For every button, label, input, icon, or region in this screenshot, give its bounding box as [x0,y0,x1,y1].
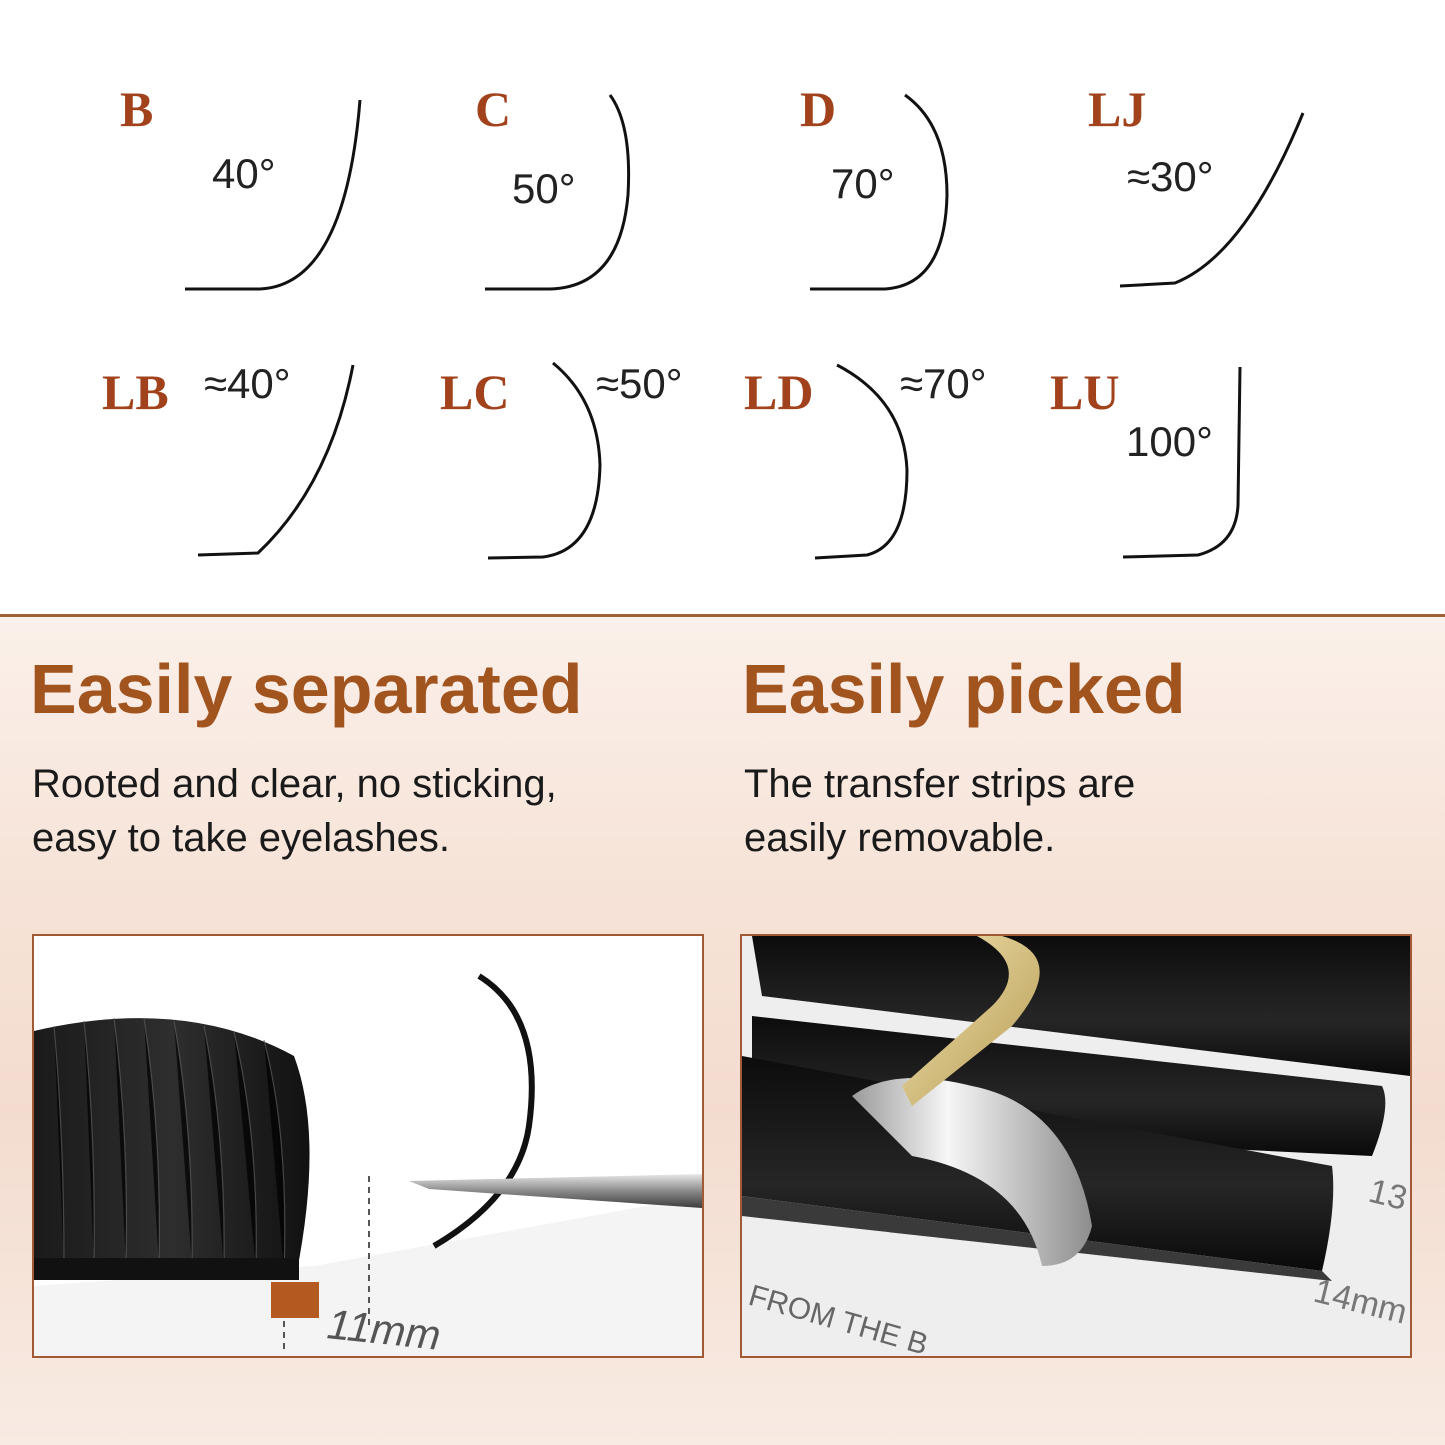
curl-letter: LD [744,364,814,420]
curl-letter: LB [102,364,169,420]
curl-letter: B [120,81,154,137]
curl-angle: ≈30° [1127,153,1214,200]
curl-chart-section: B 40° C 50° D 70° LJ ≈30° LB ≈40° LC [0,0,1445,615]
curl-angle: ≈70° [900,360,987,407]
feature-desc-picked: The transfer strips are easily removable… [744,757,1135,865]
curl-lb: LB ≈40° [100,345,420,585]
feature-desc-line: Rooted and clear, no sticking, [32,762,557,806]
feature-desc-line: easily removable. [744,816,1056,860]
lash-tray-illustration: FROM THE B 13 14mm [742,936,1410,1356]
curl-shape [1122,366,1242,559]
curl-letter: D [800,81,837,137]
lash-tray-photo: FROM THE B 13 14mm [740,934,1412,1358]
lash-length-label: 11mm [325,1300,443,1356]
feature-desc-line: The transfer strips are [744,762,1136,806]
curl-lu: LU 100° [1048,345,1368,585]
curl-b: B 40° [110,75,430,315]
curl-angle: 40° [212,150,276,197]
curl-shape [185,99,362,291]
curl-c: C 50° [470,75,790,315]
curl-ld: LD ≈70° [742,345,1062,585]
curl-angle: 70° [831,160,895,207]
curl-lc: LC ≈50° [438,345,758,585]
curl-angle: ≈50° [596,360,683,407]
curl-letter: LU [1050,364,1120,420]
curl-shape [197,364,355,557]
curl-angle: ≈40° [204,360,291,407]
feature-desc-line: easy to take eyelashes. [32,816,451,860]
curl-d: D 70° [795,75,1115,315]
lash-strip-illustration: 11mm [34,973,702,1356]
curl-letter: LJ [1088,81,1147,137]
curl-letter: C [475,81,512,137]
curl-angle: 50° [512,165,576,212]
lash-strip-photo: 11mm [32,934,704,1358]
feature-title-separated: Easily separated [30,650,583,728]
curl-angle: 100° [1126,418,1213,465]
curl-shape [814,363,909,560]
curl-shape [810,93,949,291]
features-section: Easily separated Rooted and clear, no st… [0,617,1445,1445]
curl-lj: LJ ≈30° [1085,75,1405,315]
tray-length-label-13: 13 [1365,1172,1410,1218]
curl-letter: LC [440,364,510,420]
section-divider [0,614,1445,617]
feature-desc-separated: Rooted and clear, no sticking, easy to t… [32,757,557,865]
curl-shape [487,361,602,560]
feature-title-picked: Easily picked [742,650,1186,728]
curl-shape [485,94,631,291]
curl-shape [1119,112,1305,288]
